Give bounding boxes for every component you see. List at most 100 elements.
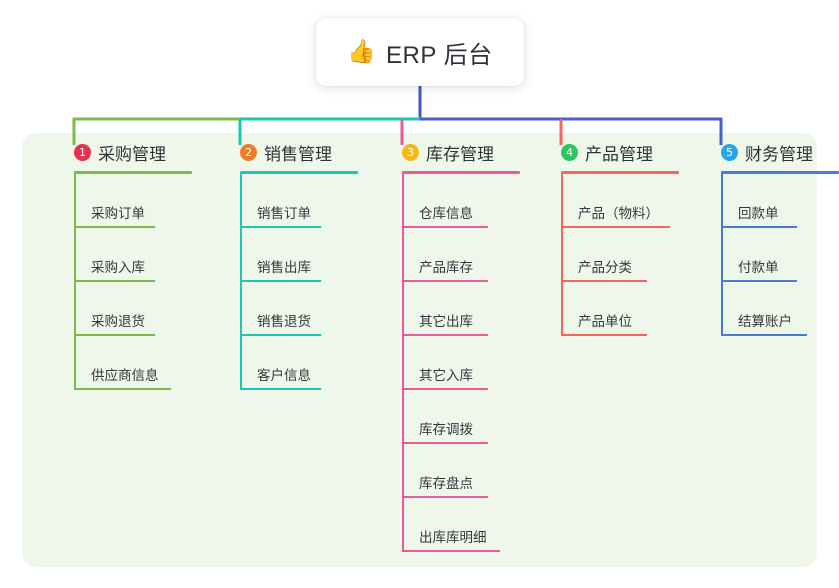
list-item-underline <box>403 388 488 390</box>
root-node-inner: 👍 ERP 后台 <box>347 35 492 70</box>
root-node-card[interactable]: 👍 ERP 后台 <box>316 18 524 86</box>
column-产品管理: 4 产品管理产品（物料） 产品分类产品单位 <box>543 133 679 336</box>
list-item-underline <box>75 226 155 228</box>
column-items: 采购订单采购入库采购退货供应商信息 <box>74 174 192 390</box>
column-underline <box>561 171 679 174</box>
column-header-2[interactable]: 2 销售管理 <box>222 133 358 171</box>
list-item-label: 付款单 <box>738 260 779 275</box>
page-title: ERP 后台 <box>386 41 493 69</box>
column-spine <box>240 174 242 390</box>
column-items: 销售订单销售出库销售退货客户信息 <box>240 174 358 390</box>
list-item-underline <box>403 550 500 552</box>
list-item[interactable]: 库存盘点 <box>403 444 520 498</box>
list-item-label: 产品分类 <box>578 260 632 275</box>
list-item-label: 仓库信息 <box>419 206 473 221</box>
column-underline <box>402 171 520 174</box>
column-items: 产品（物料） 产品分类产品单位 <box>561 174 679 336</box>
list-item[interactable]: 销售出库 <box>241 228 358 282</box>
column-title: 产品管理 <box>585 144 653 164</box>
list-item-label: 销售出库 <box>257 260 311 275</box>
list-item-label: 出库库明细 <box>419 530 487 545</box>
list-item-underline <box>403 442 488 444</box>
column-spine <box>721 174 723 336</box>
column-销售管理: 2 销售管理销售订单销售出库销售退货客户信息 <box>222 133 358 390</box>
list-item-underline <box>75 334 155 336</box>
column-items: 回款单付款单结算账户 <box>721 174 839 336</box>
list-item[interactable]: 采购入库 <box>75 228 192 282</box>
list-item[interactable]: 采购退货 <box>75 282 192 336</box>
list-item-underline <box>241 388 321 390</box>
column-badge-icon: 5 <box>721 143 738 161</box>
list-item-underline <box>562 226 670 228</box>
list-item-underline <box>403 226 488 228</box>
list-item-underline <box>241 280 321 282</box>
column-header-1[interactable]: 1 采购管理 <box>56 133 192 171</box>
column-underline <box>74 171 192 174</box>
list-item-label: 结算账户 <box>738 314 792 329</box>
column-spine <box>74 174 76 390</box>
list-item-underline <box>562 280 647 282</box>
list-item-label: 回款单 <box>738 206 779 221</box>
column-title: 采购管理 <box>98 144 166 164</box>
list-item[interactable]: 出库库明细 <box>403 498 520 552</box>
list-item-underline <box>562 334 647 336</box>
list-item-underline <box>403 280 488 282</box>
column-采购管理: 1 采购管理采购订单采购入库采购退货供应商信息 <box>56 133 192 390</box>
list-item-label: 产品（物料） <box>578 206 659 221</box>
column-header-5[interactable]: 5 财务管理 <box>703 133 839 171</box>
list-item[interactable]: 产品库存 <box>403 228 520 282</box>
column-spine <box>561 174 563 336</box>
column-items: 仓库信息产品库存其它出库其它入库库存调拨库存盘点出库库明细 <box>402 174 520 552</box>
list-item[interactable]: 采购订单 <box>75 174 192 228</box>
list-item-label: 采购入库 <box>91 260 145 275</box>
column-header-3[interactable]: 3 库存管理 <box>384 133 520 171</box>
column-title: 库存管理 <box>426 144 494 164</box>
list-item-label: 库存调拨 <box>419 422 473 437</box>
list-item-label: 其它出库 <box>419 314 473 329</box>
list-item[interactable]: 供应商信息 <box>75 336 192 390</box>
list-item[interactable]: 产品（物料） <box>562 174 679 228</box>
column-badge-icon: 1 <box>74 143 91 161</box>
list-item-underline <box>241 226 321 228</box>
list-item-label: 采购订单 <box>91 206 145 221</box>
column-badge-icon: 2 <box>240 143 257 161</box>
column-库存管理: 3 库存管理仓库信息产品库存其它出库其它入库库存调拨库存盘点出库库明细 <box>384 133 520 552</box>
list-item-label: 供应商信息 <box>91 368 159 383</box>
list-item[interactable]: 客户信息 <box>241 336 358 390</box>
list-item[interactable]: 产品单位 <box>562 282 679 336</box>
list-item-underline <box>403 334 488 336</box>
list-item-underline <box>241 334 321 336</box>
column-badge-icon: 4 <box>561 143 578 161</box>
column-spine <box>402 174 404 552</box>
list-item[interactable]: 其它入库 <box>403 336 520 390</box>
list-item-label: 客户信息 <box>257 368 311 383</box>
list-item[interactable]: 销售订单 <box>241 174 358 228</box>
list-item-label: 销售退货 <box>257 314 311 329</box>
column-title: 财务管理 <box>745 144 813 164</box>
list-item-underline <box>722 334 807 336</box>
column-财务管理: 5 财务管理回款单付款单结算账户 <box>703 133 839 336</box>
column-title: 销售管理 <box>264 144 332 164</box>
list-item-label: 库存盘点 <box>419 476 473 491</box>
list-item-underline <box>403 496 488 498</box>
column-badge-icon: 3 <box>402 143 419 161</box>
column-underline <box>240 171 358 174</box>
list-item[interactable]: 结算账户 <box>722 282 839 336</box>
list-item[interactable]: 产品分类 <box>562 228 679 282</box>
list-item[interactable]: 付款单 <box>722 228 839 282</box>
list-item-label: 其它入库 <box>419 368 473 383</box>
list-item[interactable]: 库存调拨 <box>403 390 520 444</box>
diagram-panel <box>22 133 817 567</box>
list-item-underline <box>75 280 155 282</box>
column-container: 1 采购管理采购订单采购入库采购退货供应商信息 2 销售管理销售订单销售出库销售退货客… <box>22 133 839 567</box>
list-item[interactable]: 销售退货 <box>241 282 358 336</box>
column-underline <box>721 171 839 174</box>
column-header-4[interactable]: 4 产品管理 <box>543 133 679 171</box>
list-item-label: 销售订单 <box>257 206 311 221</box>
list-item-label: 产品单位 <box>578 314 632 329</box>
list-item-label: 产品库存 <box>419 260 473 275</box>
list-item[interactable]: 回款单 <box>722 174 839 228</box>
list-item[interactable]: 其它出库 <box>403 282 520 336</box>
list-item[interactable]: 仓库信息 <box>403 174 520 228</box>
list-item-underline <box>722 226 797 228</box>
